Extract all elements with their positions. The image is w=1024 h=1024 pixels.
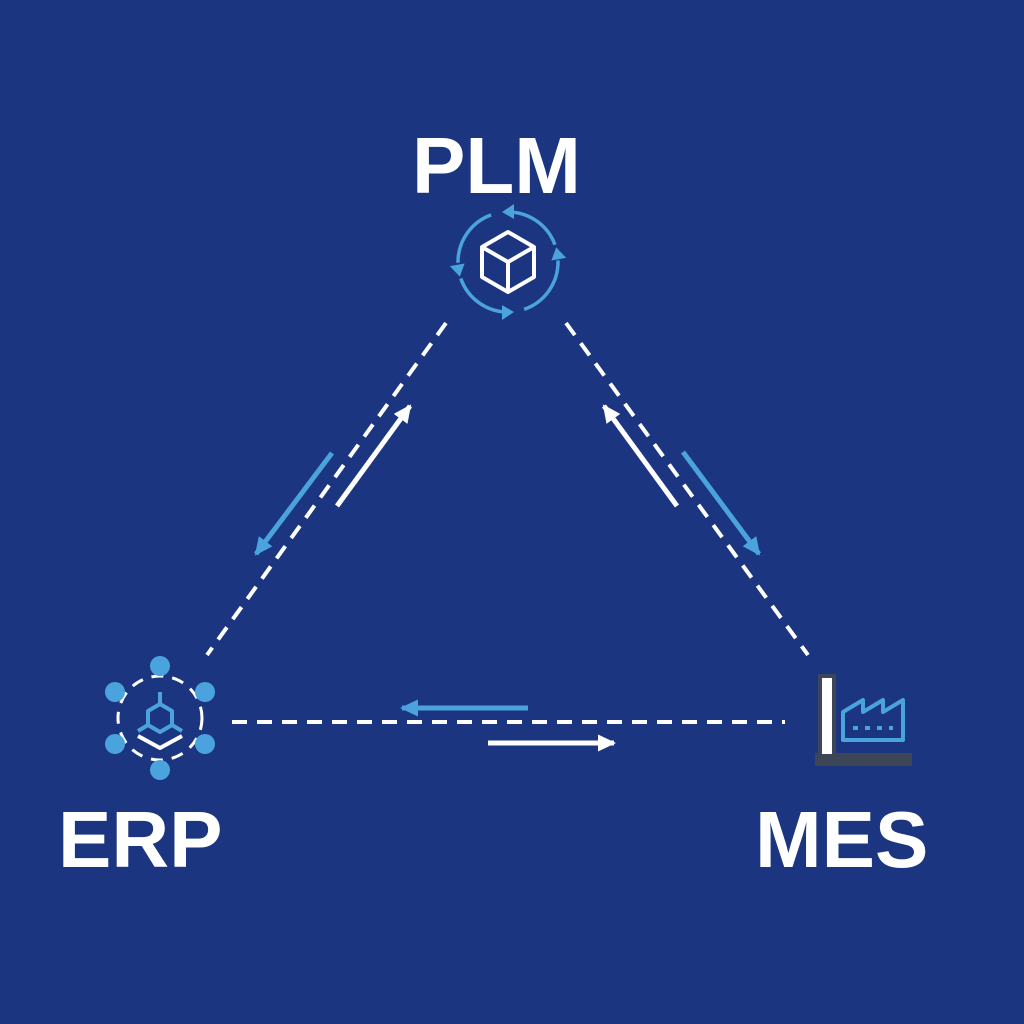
arrow-mes-to-plm	[601, 404, 680, 508]
link-plm-mes	[564, 321, 810, 657]
cube-cycle-icon	[449, 204, 567, 320]
arrow-plm-to-erp	[254, 451, 334, 556]
arrow-plm-to-mes	[680, 450, 762, 556]
arrow-erp-to-plm	[334, 404, 413, 508]
link-plm-erp	[205, 321, 448, 657]
network-hub-icon	[105, 656, 215, 780]
node-label-erp: ERP	[58, 795, 223, 884]
node-label-plm: PLM	[412, 121, 581, 210]
node-label-mes: MES	[755, 795, 929, 884]
factory-icon	[815, 674, 912, 766]
